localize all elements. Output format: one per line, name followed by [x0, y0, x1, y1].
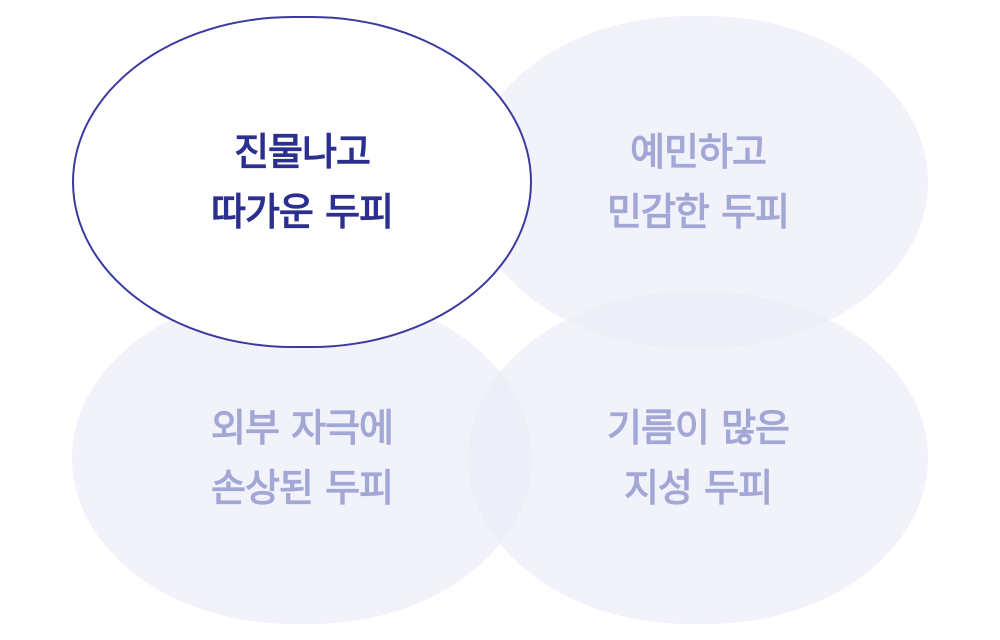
- option-oily-scalp[interactable]: 기름이 많은 지성 두피: [468, 292, 928, 624]
- option-line-1: 진물나고: [234, 130, 371, 174]
- option-line-2: 지성 두피: [623, 466, 773, 510]
- option-irritated-scalp[interactable]: 진물나고 따가운 두피: [72, 16, 532, 348]
- option-line-1: 외부 자극에: [210, 406, 394, 450]
- option-line-1: 예민하고: [630, 130, 767, 174]
- option-line-2: 손상된 두피: [210, 466, 394, 510]
- option-line-2: 민감한 두피: [606, 190, 790, 234]
- option-line-1: 기름이 많은: [606, 406, 790, 450]
- option-line-2: 따가운 두피: [210, 190, 394, 234]
